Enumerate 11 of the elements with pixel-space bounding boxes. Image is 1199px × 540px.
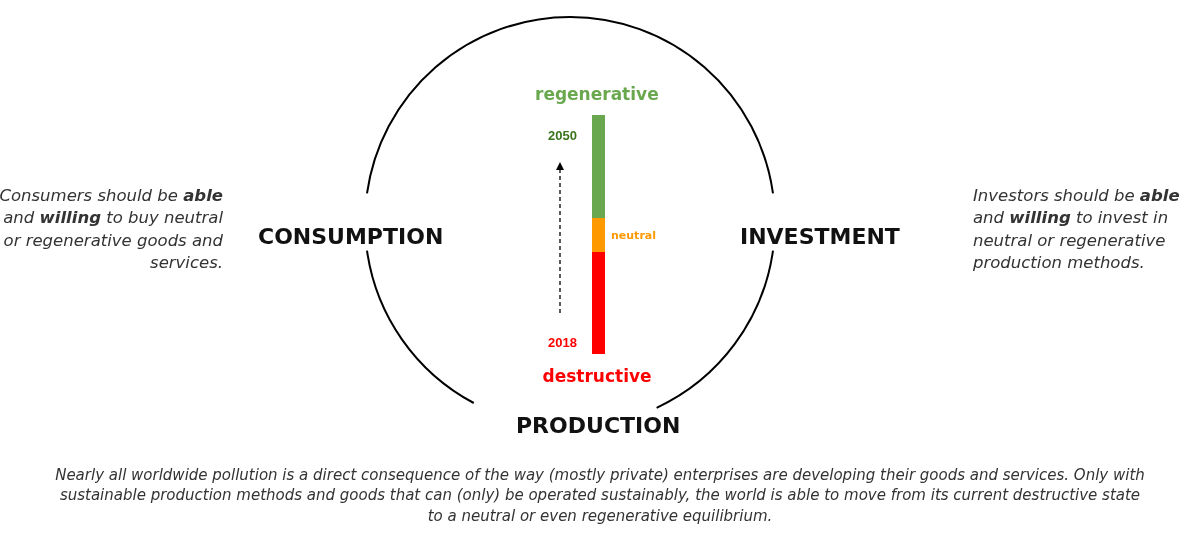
note-text: Investors should be able and willing to invest in neutral or regenerative production methods. xyxy=(973,185,1181,274)
section-heading: INVESTMENT xyxy=(740,224,900,251)
caption-text: Nearly all worldwide pollution is a direct consequence of the way (mostly private) enterprises are developing their goods and services. Only with sustainable production methods and goods that can (only) be operated sustainably, the world is able to move from its current destructive state to a neutral or even regenerative equilibrium. xyxy=(54,465,1146,526)
note-text: Consumers should be able and willing to buy neutral or regenerative goods and services. xyxy=(0,185,223,274)
section-heading: CONSUMPTION xyxy=(258,224,444,251)
scale-end-label: regenerative xyxy=(535,84,659,105)
scale-end-label: destructive xyxy=(542,366,652,387)
year-label: 2050 xyxy=(548,128,577,144)
section-heading: PRODUCTION xyxy=(516,413,681,440)
year-label: 2018 xyxy=(548,335,577,351)
scale-label: neutral xyxy=(611,229,656,243)
